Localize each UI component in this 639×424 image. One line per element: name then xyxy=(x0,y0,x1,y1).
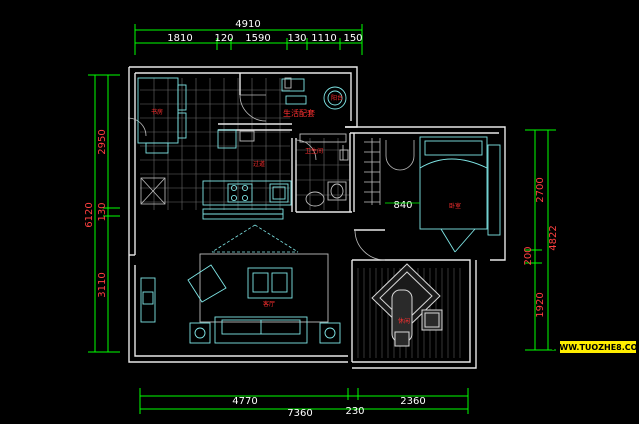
left-dim-1: 2950 xyxy=(97,129,108,154)
right-dim-2: 200 xyxy=(523,246,534,265)
inner-dim-840: 840 xyxy=(393,200,412,211)
living-label: 客厅 xyxy=(263,300,275,308)
balcony-label: 阳台 xyxy=(331,94,343,102)
top-dim-6: 150 xyxy=(343,33,362,44)
bath-label: 卫生间 xyxy=(305,147,323,155)
study-label: 书房 xyxy=(151,108,163,116)
bedroom-wardrobe xyxy=(364,138,415,205)
kitchen-dining-label: 生活配套 xyxy=(283,108,315,118)
bedroom-bed xyxy=(419,136,501,253)
corridor-label: 过道 xyxy=(253,160,265,168)
left-dim-2: 130 xyxy=(97,202,108,221)
bottom-dim-2: 230 xyxy=(345,406,364,417)
doors xyxy=(127,94,386,261)
top-dimension-chain xyxy=(134,24,363,55)
right-dim-3: 1920 xyxy=(535,292,546,317)
floor-tile-grid xyxy=(140,78,290,210)
lounge-label: 休闲 xyxy=(398,317,410,325)
bedroom-label: 卧室 xyxy=(449,202,461,210)
lounge-furniture xyxy=(371,263,443,347)
living-rug xyxy=(199,253,329,323)
bottom-total-dim: 7360 xyxy=(287,408,312,419)
bottom-dim-3: 2360 xyxy=(400,396,425,407)
left-dim-3: 3110 xyxy=(97,272,108,297)
left-dimension-chain xyxy=(88,74,120,353)
living-furniture xyxy=(140,264,341,344)
left-cabinet xyxy=(140,177,166,205)
bathroom-fixtures xyxy=(299,133,349,207)
right-total-dim: 4822 xyxy=(548,225,559,250)
right-dimension-chain xyxy=(525,129,556,351)
top-dim-5: 1110 xyxy=(311,33,336,44)
top-total-dim: 4910 xyxy=(235,19,260,30)
left-total-dim: 6120 xyxy=(84,202,95,227)
kitchen-appliances xyxy=(281,77,347,110)
top-dim-2: 120 xyxy=(214,33,233,44)
right-dim-1: 2700 xyxy=(535,177,546,202)
watermark-badge xyxy=(560,341,636,353)
top-dim-4: 130 xyxy=(287,33,306,44)
study-desk xyxy=(137,77,187,154)
kitchen-counter xyxy=(202,180,292,220)
living-light-cone xyxy=(211,224,299,253)
bottom-dimension-chain xyxy=(139,388,469,414)
walls xyxy=(128,66,506,369)
bottom-dim-1: 4770 xyxy=(232,396,257,407)
top-dim-1: 1810 xyxy=(167,33,192,44)
top-dim-3: 1590 xyxy=(245,33,270,44)
watermark-text: WWW.TUOZHE8.COM xyxy=(551,343,639,352)
kitchen-island xyxy=(217,129,255,149)
